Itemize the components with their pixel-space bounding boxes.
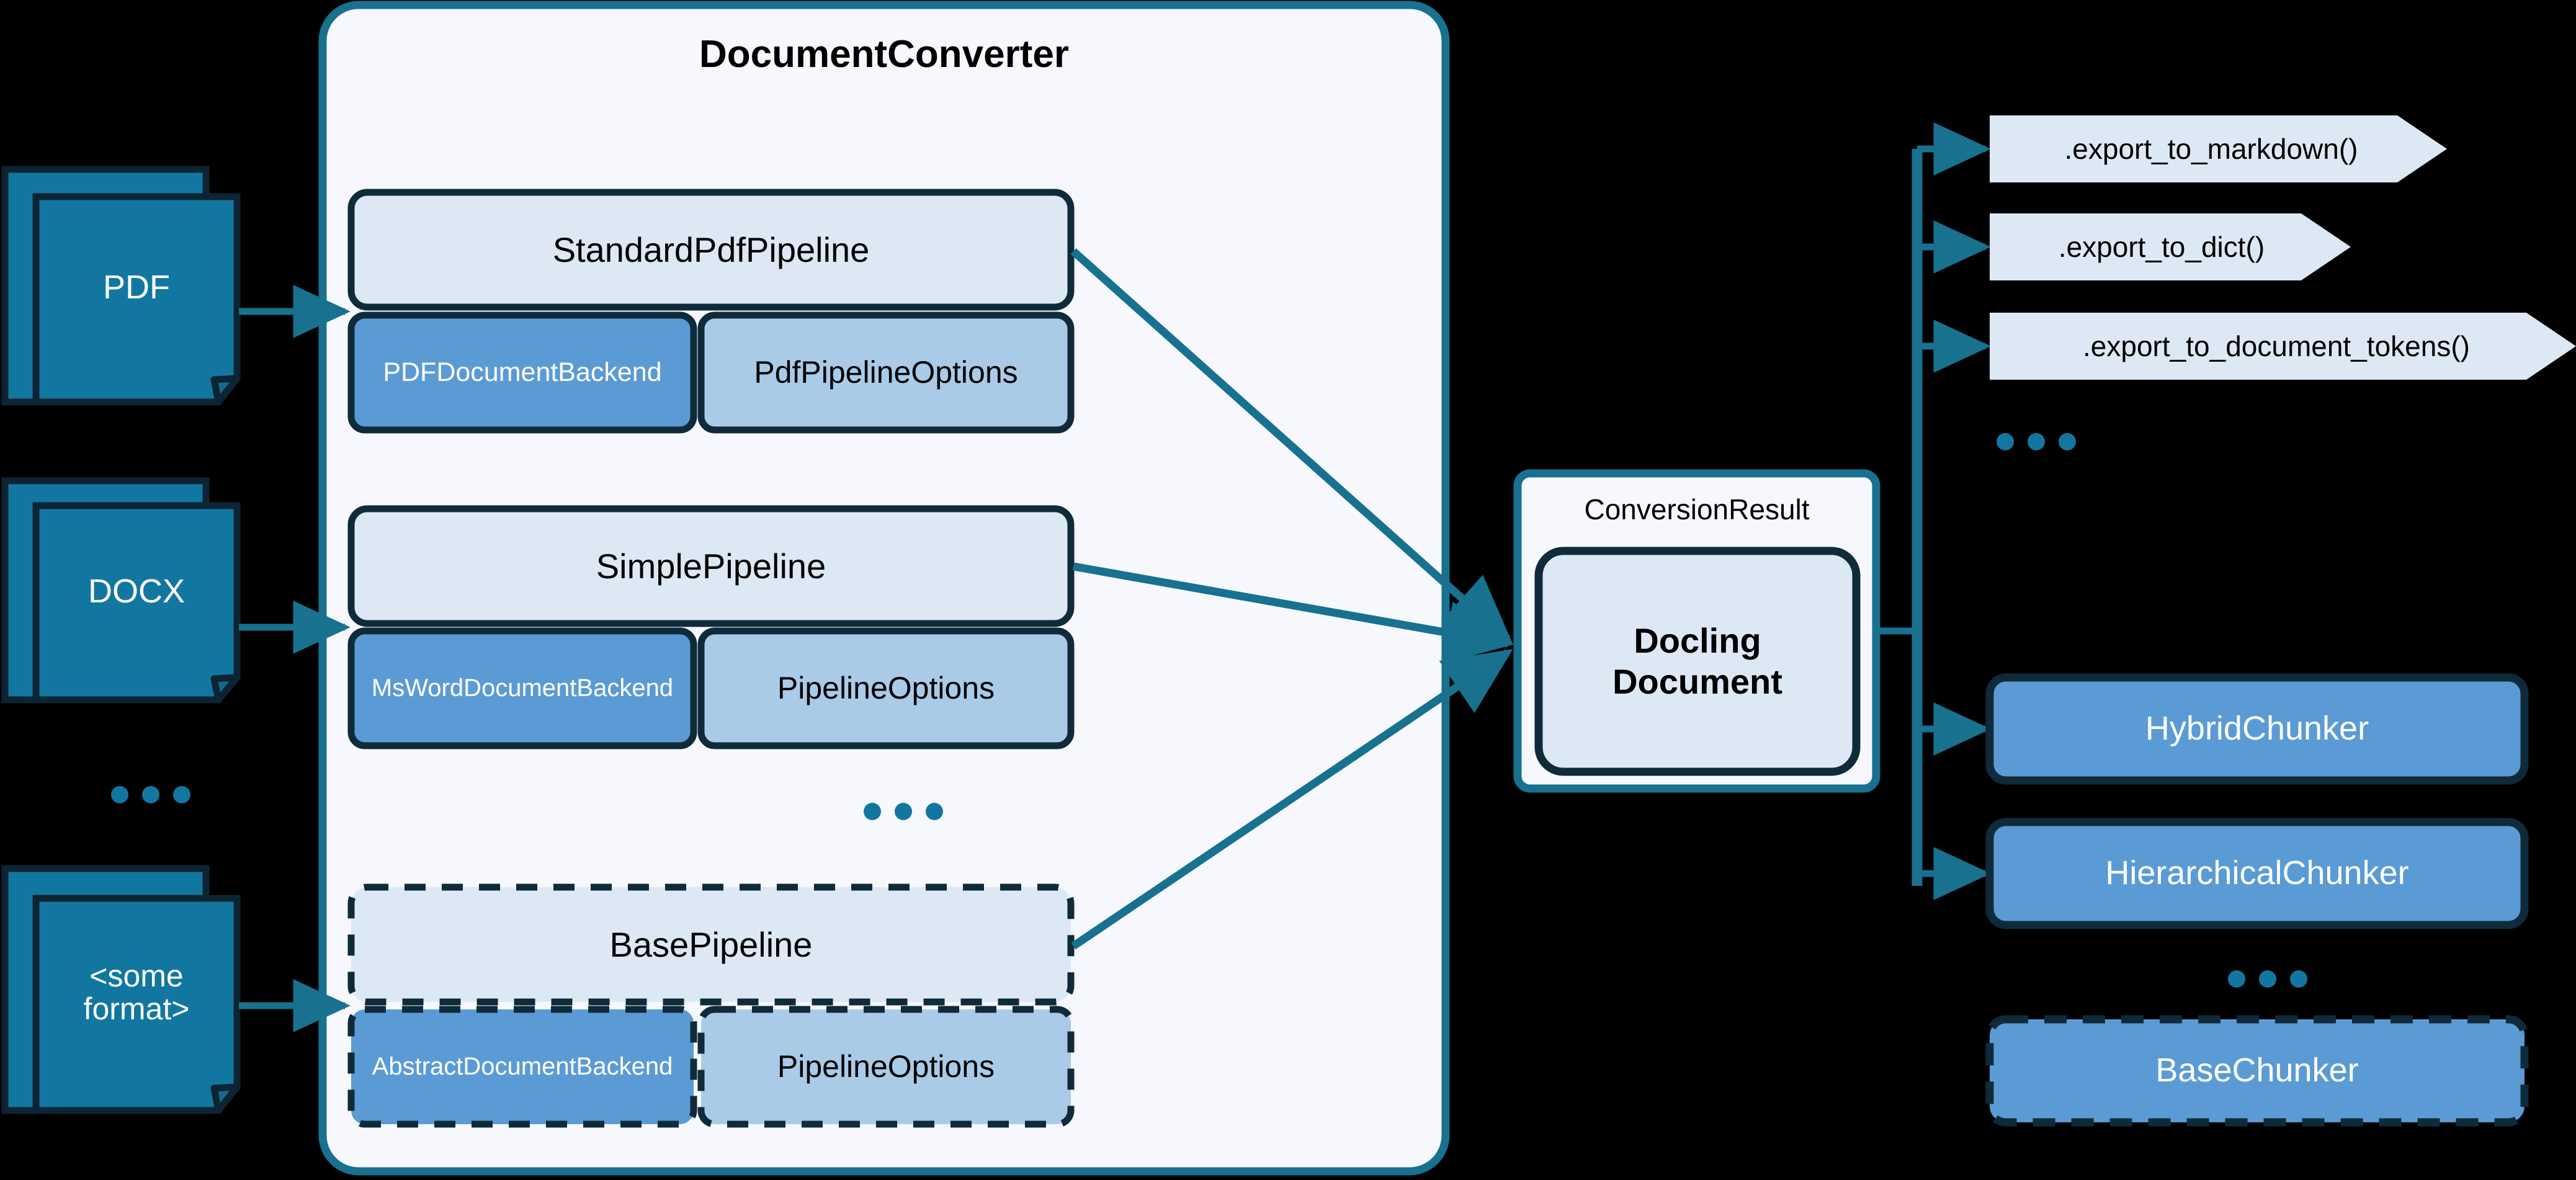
converter-ellipsis-icon — [864, 803, 943, 820]
arrow-base-pipeline-to-result — [1071, 649, 1513, 950]
hierarchical-chunker-box — [1985, 818, 2529, 929]
pdf-pipeline-options-box — [697, 311, 1075, 434]
input-docx-icon — [1, 477, 241, 704]
pipeline-options-box-simple — [697, 627, 1075, 749]
arrow-standard-pipeline-to-result — [1070, 248, 1513, 643]
pdf-document-backend-box — [347, 311, 697, 434]
msword-document-backend-box — [347, 627, 697, 749]
hybrid-chunker-box — [1985, 673, 2529, 785]
input-ellipsis-icon — [111, 786, 190, 803]
abstract-document-backend-box — [347, 1006, 697, 1128]
export-ellipsis-icon — [1997, 433, 2076, 450]
base-pipeline-header — [347, 883, 1075, 1006]
chunker-ellipsis-icon — [2228, 970, 2307, 988]
input-pdf-icon — [1, 166, 241, 406]
arrow-simple-pipeline-to-result — [1072, 562, 1514, 664]
standard-pdf-pipeline-header — [347, 189, 1075, 311]
input-some-format-icon — [1, 865, 241, 1114]
export-to-dict-shape — [1990, 213, 2351, 280]
base-chunker-box — [1985, 1015, 2529, 1127]
docling-document-box — [1534, 547, 1861, 776]
export-to-document-tokens-shape — [1990, 313, 2576, 380]
pipeline-options-box-base — [697, 1006, 1075, 1128]
simple-pipeline-header — [347, 505, 1075, 627]
export-to-markdown-shape — [1990, 115, 2447, 182]
